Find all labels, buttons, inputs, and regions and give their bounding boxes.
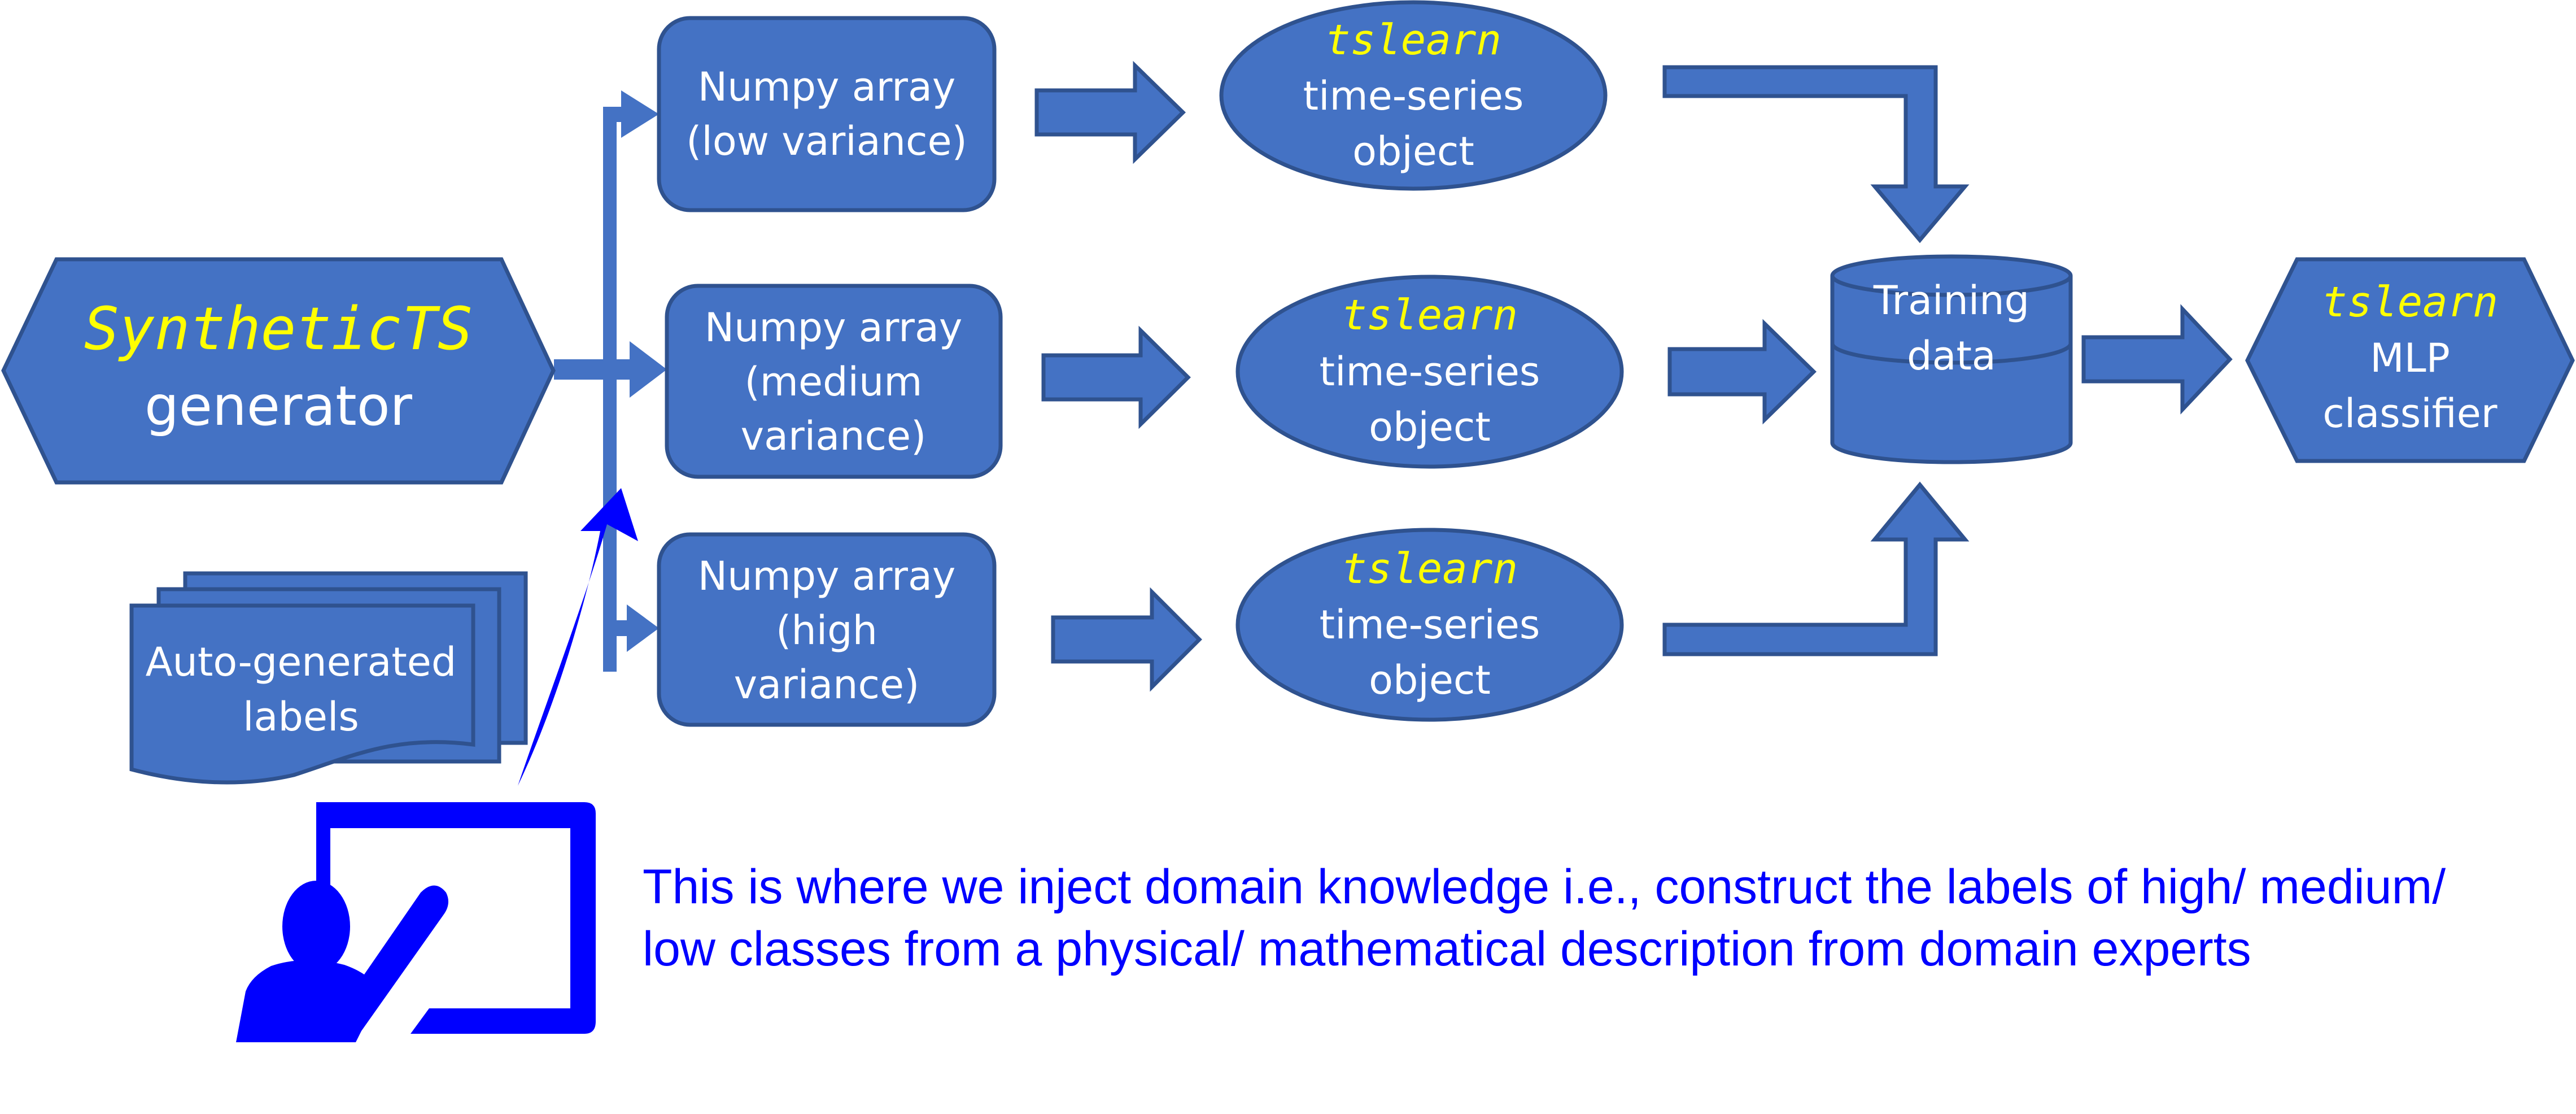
generator-connector <box>554 90 667 672</box>
generator-role: generator <box>145 375 413 438</box>
vertical-bus <box>603 107 617 672</box>
training-label-line2: data <box>1907 333 1996 379</box>
ts-ellipse <box>1235 528 1624 722</box>
numpy-label-line3: variance) <box>734 662 920 708</box>
ts-label-line1: time-series <box>1320 349 1540 395</box>
training-data-store: Training data <box>1830 254 2073 464</box>
arrow-medium-to-training <box>1667 319 1817 425</box>
ts-lib-name: tslearn <box>1325 16 1501 64</box>
arrow-high-to-ts <box>1051 587 1202 692</box>
numpy-array-high: Numpy array (high variance) <box>657 532 997 727</box>
arrow-to-low-array <box>603 90 659 138</box>
ts-label-line1: time-series <box>1303 73 1524 119</box>
person-body-pointing <box>236 885 448 1042</box>
classifier-label-line2: classifier <box>2322 390 2497 437</box>
numpy-array-medium: Numpy array (medium variance) <box>665 284 1003 479</box>
ts-ellipse <box>1235 275 1624 469</box>
mlp-classifier: tslearn MLP classifier <box>2245 257 2575 463</box>
ts-object-medium: tslearn time-series object <box>1235 275 1624 469</box>
arrow-to-medium-array <box>617 341 667 398</box>
teacher-presentation-icon <box>236 802 596 1042</box>
numpy-array-low: Numpy array (low variance) <box>657 16 997 212</box>
person-head <box>282 881 350 972</box>
annotation-text: This is where we inject domain knowledge… <box>643 860 2446 976</box>
curved-arrow-icon <box>518 488 638 786</box>
labels-line2: labels <box>243 694 359 740</box>
board-frame <box>316 802 596 1034</box>
numpy-label-line1: Numpy array <box>698 64 956 110</box>
ts-label-line2: object <box>1369 657 1491 703</box>
classifier-label-line1: MLP <box>2370 335 2450 381</box>
doc-front <box>129 603 475 785</box>
numpy-label-line3: variance) <box>741 413 927 459</box>
arrow-medium-to-ts <box>1041 325 1191 429</box>
synthetic-ts-generator: SyntheticTS generator <box>1 257 556 485</box>
bent-arrow-high-to-training <box>1662 481 1970 656</box>
arrow-to-high-array <box>617 604 659 652</box>
arrow-training-to-classifier <box>2081 304 2233 415</box>
ts-lib-name: tslearn <box>1342 545 1518 593</box>
numpy-label-line2: (low variance) <box>686 118 967 164</box>
cylinder-body <box>1830 254 2073 464</box>
classifier-lib-name: tslearn <box>2322 278 2498 327</box>
numpy-label-line2: (high <box>776 607 877 654</box>
auto-generated-labels: Auto-generated labels <box>129 571 528 785</box>
training-label-line1: Training <box>1873 277 2029 324</box>
generator-lib-name: SyntheticTS <box>84 294 473 363</box>
numpy-box <box>657 532 997 727</box>
ts-label-line2: object <box>1352 128 1474 175</box>
ts-label-line1: time-series <box>1320 602 1540 648</box>
ts-label-line2: object <box>1369 404 1491 450</box>
labels-line1: Auto-generated <box>146 639 457 685</box>
numpy-box <box>665 284 1003 479</box>
ts-lib-name: tslearn <box>1342 291 1518 340</box>
numpy-label-line1: Numpy array <box>705 304 963 351</box>
cylinder-top-rim <box>1830 275 2073 297</box>
numpy-label-line2: (medium <box>745 359 923 405</box>
numpy-box <box>657 16 997 212</box>
classifier-hexagon <box>2245 257 2575 463</box>
ts-object-low: tslearn time-series object <box>1219 0 1608 191</box>
bent-arrow-low-to-training <box>1662 65 1970 243</box>
cylinder-band <box>1830 343 2073 365</box>
arrow-low-to-ts <box>1034 60 1186 164</box>
ts-object-high: tslearn time-series object <box>1235 528 1624 722</box>
ts-ellipse <box>1219 0 1608 191</box>
numpy-label-line1: Numpy array <box>698 553 956 599</box>
generator-hexagon <box>1 257 556 485</box>
